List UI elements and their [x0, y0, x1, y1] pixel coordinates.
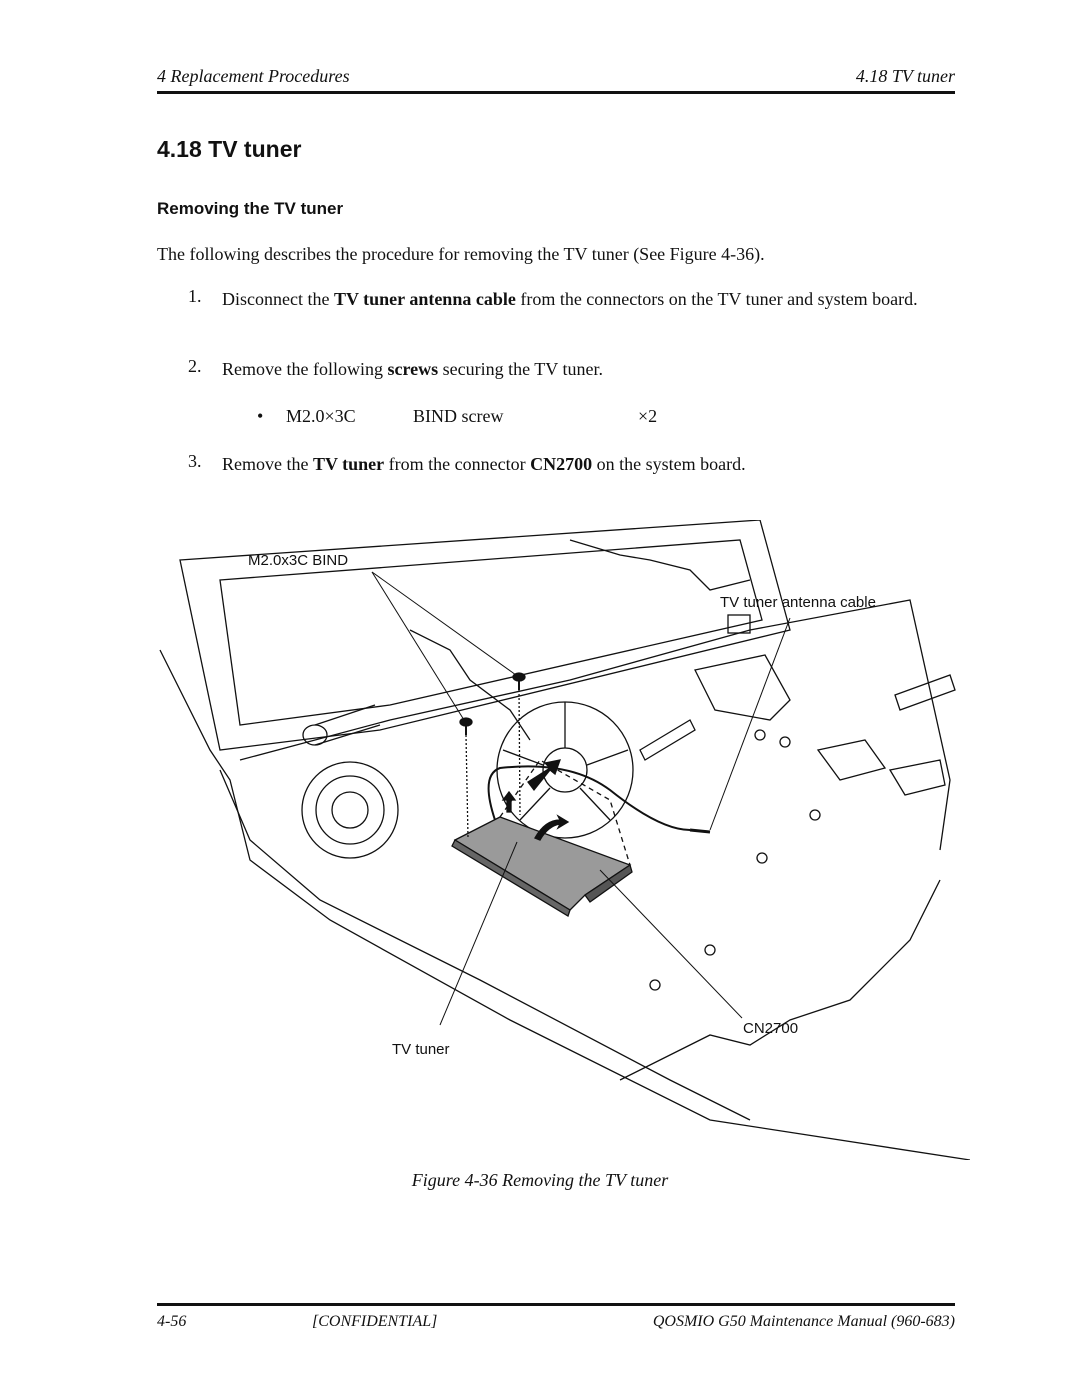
header-chapter: 4 Replacement Procedures: [157, 66, 350, 86]
screw-quantity: ×2: [638, 406, 658, 426]
figure-caption: Figure 4-36 Removing the TV tuner: [411, 1170, 669, 1190]
step-2-number: 2.: [188, 356, 202, 376]
step-1-number: 1.: [188, 286, 202, 306]
callout-cn2700: CN2700: [743, 1020, 799, 1037]
rotate-arrow-icon: [534, 814, 570, 841]
callout-antenna-cable: TV tuner antenna cable: [720, 594, 876, 611]
screw-type: BIND screw: [413, 406, 504, 426]
callout-screw: M2.0x3C BIND: [248, 552, 349, 569]
figure-tv-tuner-removal: M2.0x3C BIND TV tuner antenna cable TV t…: [150, 519, 971, 1161]
callout-tv-tuner: TV tuner: [392, 1041, 450, 1058]
header-rule: [157, 91, 955, 94]
subsection-title: Removing the TV tuner: [157, 199, 344, 218]
step-1-text: Disconnect the TV tuner antenna cable fr…: [222, 289, 918, 309]
manual-title: QOSMIO G50 Maintenance Manual (960-683): [652, 1313, 955, 1330]
confidential-label: [CONFIDENTIAL]: [312, 1313, 438, 1330]
screw-icon: [512, 672, 526, 816]
section-title: 4.18 TV tuner: [157, 136, 302, 162]
step-3-text: Remove the TV tuner from the connector C…: [222, 454, 746, 474]
page-number: 4-56: [157, 1313, 187, 1330]
screw-code: M2.0×3C: [286, 406, 356, 426]
screw-bullet: •: [257, 406, 264, 426]
lift-arrow-icon: [527, 759, 561, 792]
header-section: 4.18 TV tuner: [855, 66, 955, 86]
up-arrow-icon: [501, 790, 517, 813]
running-header: 4 Replacement Procedures 4.18 TV tuner: [157, 66, 955, 94]
intro-paragraph: The following describes the procedure fo…: [157, 244, 765, 264]
footer-rule: [157, 1303, 955, 1306]
step-3-number: 3.: [188, 451, 202, 471]
step-2-text: Remove the following screws securing the…: [222, 359, 603, 379]
laptop-base-illustration: [159, 519, 971, 1161]
screw-icon: [459, 717, 473, 839]
